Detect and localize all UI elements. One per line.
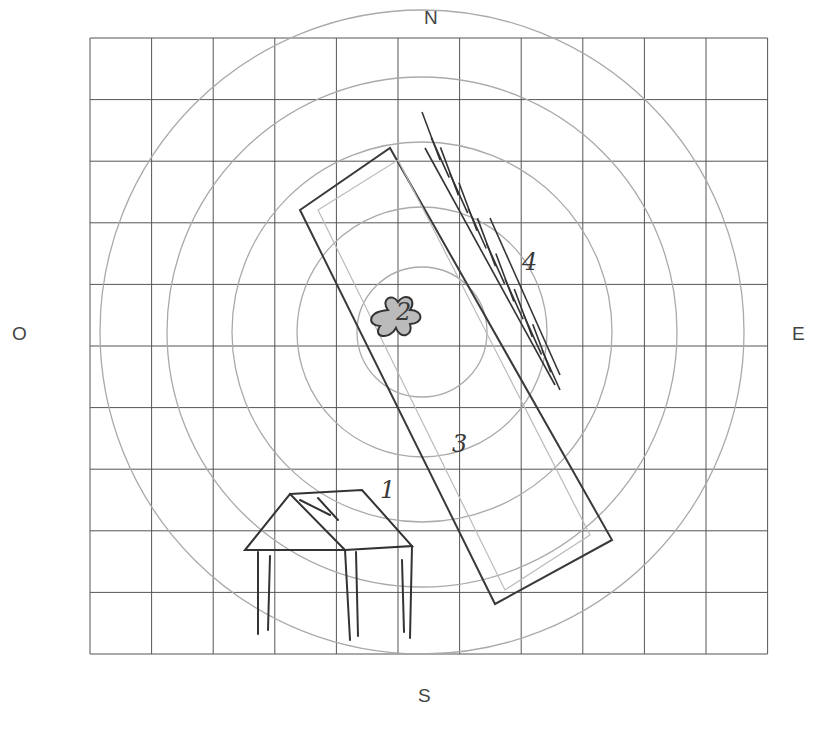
callout-number: 1 <box>380 478 395 502</box>
compass-letter: O <box>12 324 27 343</box>
grid-line <box>90 284 768 285</box>
grid-line <box>90 530 768 531</box>
grid <box>90 38 768 654</box>
compass-letter: N <box>424 8 438 27</box>
compass-letter: S <box>418 686 431 705</box>
distance-rings <box>100 10 744 654</box>
house-sketch <box>245 490 412 640</box>
hatch-stroke <box>450 173 468 213</box>
grid-line <box>90 161 768 162</box>
plant-symbol <box>371 297 420 336</box>
hedge-line <box>490 218 560 375</box>
distance-ring <box>167 77 677 587</box>
hedge-hatching <box>422 112 560 390</box>
distance-ring <box>100 10 744 654</box>
compass-letter: E <box>792 324 805 343</box>
hedge-line <box>425 148 555 385</box>
hatch-stroke <box>431 138 449 178</box>
callout-number: 2 <box>396 300 411 324</box>
bed-rectangle <box>300 148 612 604</box>
grid-line <box>90 99 768 100</box>
distance-ring <box>232 142 612 522</box>
callout-number: 3 <box>452 432 467 456</box>
grid-line <box>90 592 768 593</box>
callout-number: 4 <box>522 250 537 274</box>
grid-line <box>90 38 768 39</box>
grid-line <box>90 346 768 347</box>
hatch-stroke <box>524 315 542 355</box>
